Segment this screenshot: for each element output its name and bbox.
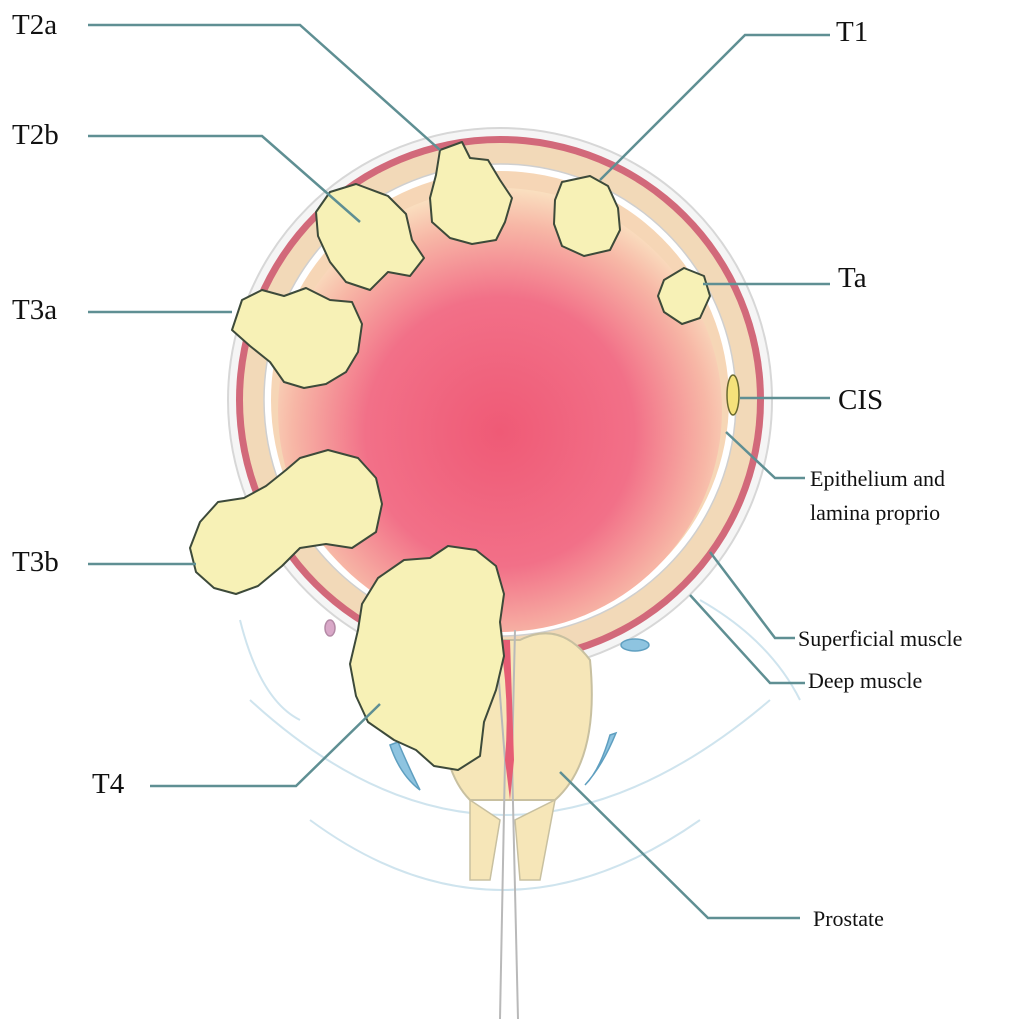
leader-t4 xyxy=(150,704,380,786)
label-t2a: T2a xyxy=(12,11,57,40)
leader-t1 xyxy=(600,35,830,180)
leader-superficial xyxy=(710,552,795,638)
label-superficial-muscle: Superficial muscle xyxy=(798,628,962,650)
label-t2b: T2b xyxy=(12,121,59,150)
label-t1: T1 xyxy=(836,18,868,47)
label-prostate: Prostate xyxy=(813,908,884,930)
leader-prostate xyxy=(560,772,800,918)
cis-lesion xyxy=(727,375,739,415)
label-cis: CIS xyxy=(838,386,883,415)
label-epithelium-line1: Epithelium and xyxy=(810,462,1010,496)
label-epithelium: Epithelium and lamina proprio xyxy=(810,462,1010,530)
label-ta: Ta xyxy=(838,264,867,293)
label-deep-muscle: Deep muscle xyxy=(808,670,922,692)
label-t4: T4 xyxy=(92,770,124,799)
leader-t2a xyxy=(88,25,440,150)
label-t3a: T3a xyxy=(12,296,57,325)
label-t3b: T3b xyxy=(12,548,59,577)
label-epithelium-line2: lamina proprio xyxy=(810,496,1010,530)
